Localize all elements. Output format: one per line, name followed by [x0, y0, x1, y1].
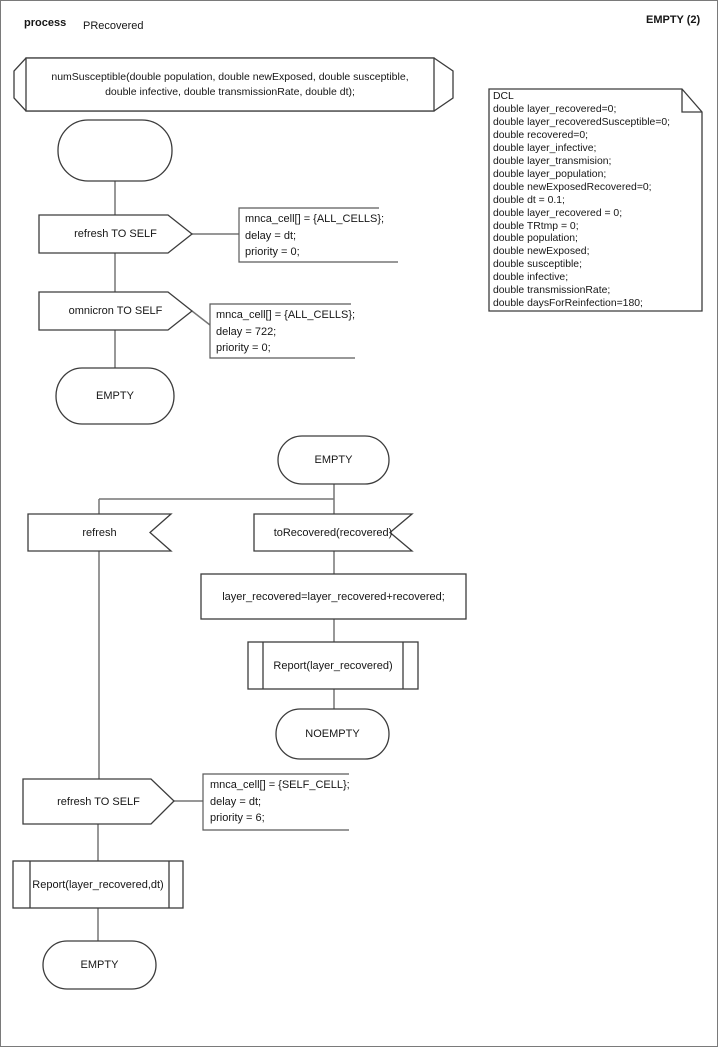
dcl-note-fold-icon: [681, 89, 702, 113]
output-refresh-top-symbol: [38, 214, 194, 254]
comment-refresh-bottom-text: mnca_cell[] = {SELF_CELL}; delay = dt; p…: [210, 779, 350, 825]
comment-omnicron-text: mnca_cell[] = {ALL_CELLS}; delay = 722; …: [216, 309, 356, 355]
header-page-label: EMPTY (2): [646, 14, 701, 26]
state-empty-bottom-symbol: [42, 940, 157, 990]
output-omnicron-symbol: [38, 291, 194, 331]
state-empty-init-symbol: [55, 367, 175, 425]
output-refresh-bottom-symbol: [22, 778, 175, 825]
task-assign-symbol: [200, 573, 467, 620]
comment-brackets: [202, 207, 398, 831]
connector-output2-to-comment2: [191, 310, 211, 326]
signature-symbol-inner: [25, 57, 435, 112]
header-process-name: PRecovered: [83, 20, 144, 32]
procedure-report-inner-bars: [262, 642, 404, 689]
procedure-report-dt-symbol: [12, 860, 184, 909]
procedure-report-symbol: [247, 641, 419, 690]
dcl-note-text: DCL double layer_recovered=0; double lay…: [493, 91, 671, 310]
comment-refresh-top-text: mnca_cell[] = {ALL_CELLS}; delay = dt; p…: [245, 213, 385, 259]
connector-state2-branch: [98, 484, 335, 514]
header-kind-label: process: [24, 17, 67, 29]
input-torecovered-symbol: [253, 513, 414, 552]
comment-refresh-top-bracket: [238, 207, 398, 263]
input-refresh-symbol: [27, 513, 173, 552]
start-symbol: [57, 119, 173, 182]
procedure-report-dt-inner-bars: [29, 861, 170, 908]
signature-text: numSusceptible(double population, double…: [51, 70, 409, 98]
state-empty-mid-symbol: [277, 435, 390, 485]
connector-lines: [97, 181, 335, 941]
comment-refresh-bottom-bracket: [202, 773, 349, 831]
comment-omnicron-bracket: [209, 303, 355, 359]
diagram-shapes: [12, 57, 703, 990]
dcl-note-symbol: [488, 88, 703, 312]
state-noempty-symbol: [275, 708, 390, 760]
